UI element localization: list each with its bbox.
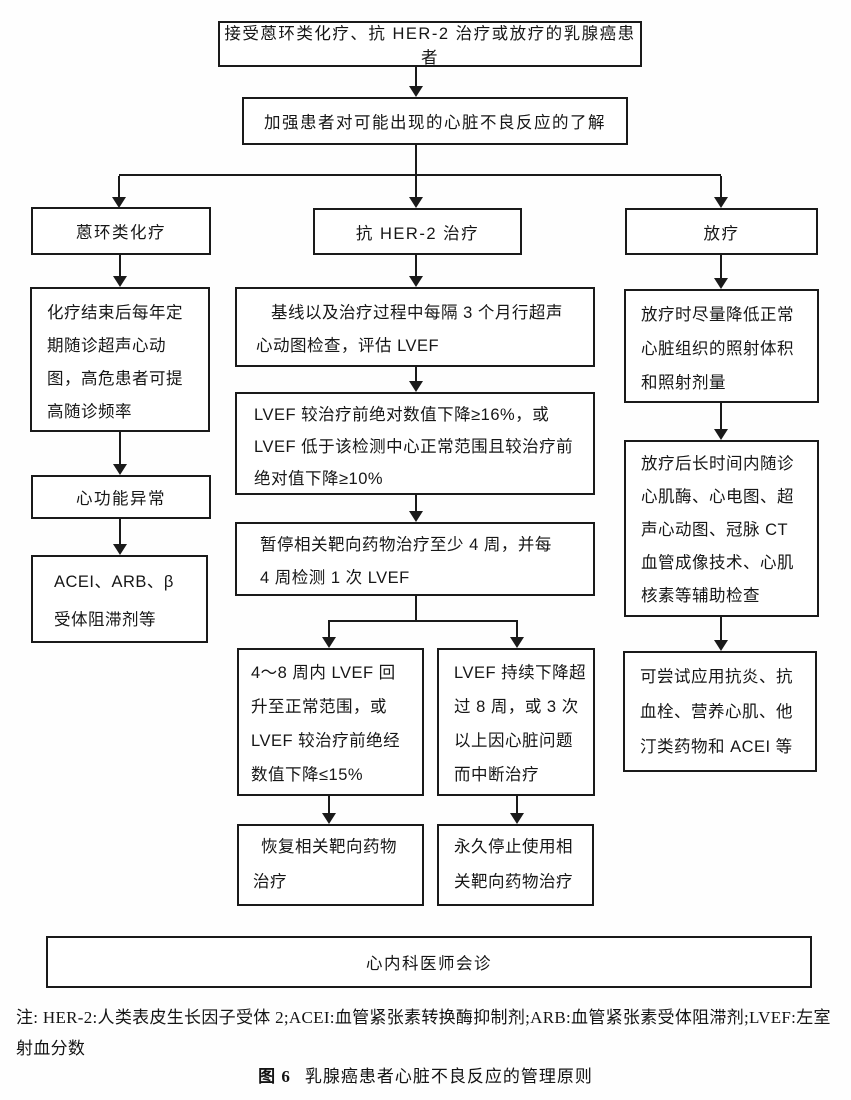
node-lvef-recovered: 4～8 周内 LVEF 回 升至正常范围，或 LVEF 较治疗前绝经 数值下降≤…: [237, 648, 424, 796]
arrow-minimize-to-followup: [714, 402, 728, 440]
arrow-recovered-to-resume: [322, 796, 336, 824]
node-her2-header: 抗 HER-2 治疗: [313, 208, 522, 255]
arrow-branch-her2: [409, 176, 423, 208]
node-rt-followup: 放疗后长时间内随诊 心肌酶、心电图、超 声心动图、冠脉 CT 血管成像技术、心肌…: [624, 440, 819, 617]
arrow-followup-to-drugs: [714, 616, 728, 651]
node-cardiology-consult: 心内科医师会诊: [46, 936, 812, 988]
arrow-baseline-to-criteria: [409, 366, 423, 392]
node-lvef-criteria: LVEF 较治疗前绝对数值下降≥16%，或 LVEF 低于该检测中心正常范围且较…: [235, 392, 595, 495]
node-stop-targeted: 永久停止使用相 关靶向药物治疗: [437, 824, 594, 906]
node-rt-drugs: 可尝试应用抗炎、抗 血栓、营养心肌、他 汀类药物和 ACEI 等: [623, 651, 817, 772]
node-educate: 加强患者对可能出现的心脏不良反应的了解: [242, 97, 628, 145]
node-cardiac-dysfunction: 心功能异常: [31, 475, 211, 519]
node-lvef-persistent: LVEF 持续下降超 过 8 周，或 3 次 以上因心脏问题 而中断治疗: [437, 648, 595, 796]
node-radiotherapy-header: 放疗: [625, 208, 818, 255]
arrow-her2-to-baseline: [409, 255, 423, 287]
node-patient: 接受蒽环类化疗、抗 HER-2 治疗或放疗的乳腺癌患者: [218, 21, 642, 67]
figure-caption-label: 图 6: [258, 1067, 291, 1086]
arrow-rt-to-minimize: [714, 255, 728, 289]
connector-branch-line: [119, 174, 721, 176]
arrow-criteria-to-pause: [409, 495, 423, 522]
arrow-dysfunction-to-acei: [113, 519, 127, 555]
arrow-followup-to-dysfunction: [113, 431, 127, 475]
arrow-split-recovered: [322, 622, 336, 648]
node-rt-minimize: 放疗时尽量降低正常 心脏组织的照射体积 和照射剂量: [624, 289, 819, 403]
figure-caption: 图 6 乳腺癌患者心脏不良反应的管理原则: [0, 1062, 851, 1087]
node-acei-arb: ACEI、ARB、β 受体阻滞剂等: [31, 555, 208, 643]
arrow-branch-radiotherapy: [714, 176, 728, 208]
connector-educate-stem: [415, 145, 417, 175]
node-resume-targeted: 恢复相关靶向药物 治疗: [237, 824, 424, 906]
arrow-patient-to-educate: [409, 67, 423, 97]
node-anthracycline-header: 蒽环类化疗: [31, 207, 211, 255]
node-her2-baseline: 基线以及治疗过程中每隔 3 个月行超声 心动图检查，评估 LVEF: [235, 287, 595, 367]
figure-caption-text: 乳腺癌患者心脏不良反应的管理原则: [304, 1067, 593, 1086]
arrow-branch-anthracycline: [112, 176, 126, 208]
arrow-split-persistent: [510, 622, 524, 648]
node-pause-targeted: 暂停相关靶向药物治疗至少 4 周，并每 4 周检测 1 次 LVEF: [235, 522, 595, 596]
arrow-persistent-to-stop: [510, 796, 524, 824]
arrow-anthra-to-followup: [113, 255, 127, 287]
connector-split-line: [328, 620, 518, 622]
connector-split-stem: [415, 596, 417, 622]
figure-note: 注: HER-2:人类表皮生长因子受体 2;ACEI:血管紧张素转换酶抑制剂;A…: [16, 1008, 831, 1058]
node-anthra-followup: 化疗结束后每年定 期随诊超声心动 图，高危患者可提 高随诊频率: [30, 287, 210, 432]
